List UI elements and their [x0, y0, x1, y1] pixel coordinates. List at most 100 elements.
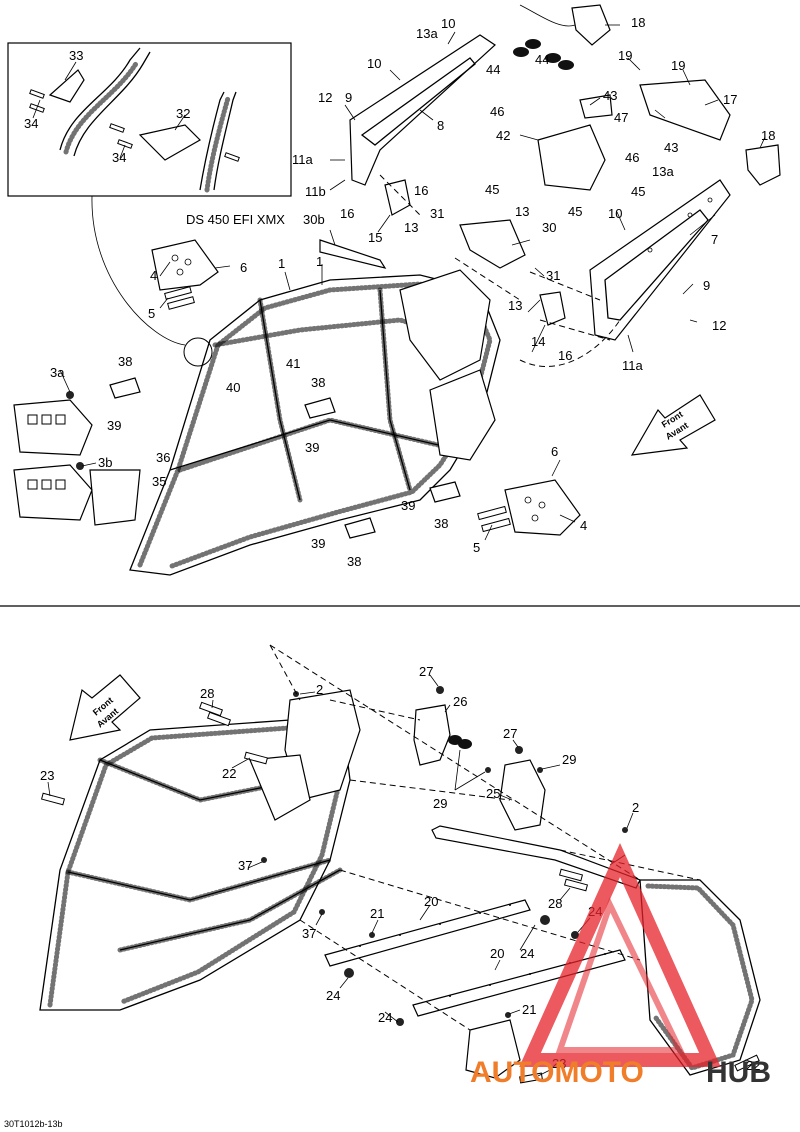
bracket-33	[48, 69, 85, 103]
callout-15: 15	[368, 230, 382, 245]
callout-18-top: 18	[631, 15, 645, 30]
callout-6-right: 6	[551, 444, 558, 459]
figure-code: 30T1012b-13b	[4, 1119, 63, 1129]
callout-27-a: 27	[419, 664, 433, 679]
callout-39-a: 39	[107, 418, 121, 433]
callout-13a-right: 13a	[652, 164, 674, 179]
bracket-43	[579, 94, 613, 119]
bracket-18-right	[745, 144, 781, 186]
bumpers-44	[513, 39, 574, 70]
footpeg-4-right	[504, 479, 581, 536]
callout-2-b: 2	[632, 800, 639, 815]
callout-47: 47	[614, 110, 628, 125]
callout-33: 33	[69, 48, 83, 63]
inset-tubes	[59, 47, 237, 193]
callout-42: 42	[496, 128, 510, 143]
bracket-32	[138, 124, 201, 161]
bolts-bottom	[40, 701, 760, 1084]
callout-43-b: 43	[664, 140, 678, 155]
callout-44-a: 44	[486, 62, 500, 77]
callout-16-b: 16	[340, 206, 354, 221]
inset-focus-circle	[183, 337, 213, 367]
subframe-left-8	[349, 34, 496, 186]
front-arrow-bottom: Front Avant	[69, 674, 141, 741]
callout-13-b: 13	[515, 204, 529, 219]
callout-12-top: 12	[318, 90, 332, 105]
watermark-logo: AUTOMOTO HUB	[470, 842, 771, 1089]
callout-30: 30	[542, 220, 556, 235]
callout-44-b: 44	[535, 52, 549, 67]
callout-21-b: 21	[522, 1002, 536, 1017]
bottom-leaders	[47, 674, 754, 1077]
watermark-text-hub: HUB	[706, 1056, 771, 1089]
callout-24-c: 24	[326, 988, 340, 1003]
callout-38-c: 38	[434, 516, 448, 531]
footpeg-4-left	[151, 239, 219, 291]
callout-38-d: 38	[347, 554, 361, 569]
bracket-15	[384, 179, 411, 216]
callout-36: 36	[156, 450, 170, 465]
footpeg-mounts	[109, 377, 461, 539]
guard-plate-3a	[13, 399, 93, 456]
callout-17: 17	[723, 92, 737, 107]
callout-32: 32	[176, 106, 190, 121]
callout-11a-top: 11a	[292, 152, 313, 167]
callout-27-b: 27	[503, 726, 517, 741]
callout-28-b: 28	[548, 896, 562, 911]
callout-11b: 11b	[305, 184, 326, 199]
callout-8: 8	[437, 118, 444, 133]
callout-45-c: 45	[568, 204, 582, 219]
callout-29-a: 29	[562, 752, 576, 767]
inset-connector	[91, 195, 186, 346]
callout-2-a: 2	[316, 682, 323, 697]
callout-24-d: 24	[378, 1010, 392, 1025]
callout-9-top: 9	[345, 90, 352, 105]
rear-frame-section	[465, 879, 761, 1079]
top-leaders	[32, 24, 766, 541]
callout-34-a: 34	[24, 116, 38, 131]
callout-10-right: 10	[608, 206, 622, 221]
callout-18-right: 18	[761, 128, 775, 143]
callout-30b: 30b	[303, 212, 325, 227]
main-frame-bottom	[39, 689, 361, 1011]
top-exploded-view: Front Avant	[7, 4, 781, 576]
callout-40: 40	[226, 380, 240, 395]
alignment-lines-top	[379, 4, 621, 367]
callout-22-a: 22	[222, 766, 236, 781]
callout-37-b: 37	[302, 926, 316, 941]
callout-4-right: 4	[580, 518, 587, 533]
bracket-14	[539, 291, 566, 326]
guard-plate-3b	[13, 464, 93, 521]
alignment-lines-bottom	[269, 644, 701, 1031]
callout-4-left: 4	[150, 268, 157, 283]
callout-19-b: 19	[671, 58, 685, 73]
callout-29-b: 29	[433, 796, 447, 811]
callout-46-a: 46	[490, 104, 504, 119]
bracket-17	[639, 79, 731, 141]
callout-20-b: 20	[490, 946, 504, 961]
callout-25: 25	[486, 786, 500, 801]
callout-11a-right: 11a	[622, 358, 643, 373]
callout-24-b: 24	[520, 946, 534, 961]
callout-21-a: 21	[370, 906, 384, 921]
callout-10-top: 10	[441, 16, 455, 31]
callout-39-d: 39	[311, 536, 325, 551]
callout-28-a: 28	[200, 686, 214, 701]
bracket-42	[537, 124, 606, 191]
bracket-18-top	[571, 4, 611, 46]
callout-7: 7	[711, 232, 718, 247]
watermark-text-automoto: AUTOMOTO	[470, 1056, 644, 1089]
bracket-30b	[319, 239, 387, 269]
main-frame-top	[89, 269, 501, 576]
callout-37-a: 37	[238, 858, 252, 873]
callout-3a: 3a	[50, 365, 65, 380]
variant-label: DS 450 EFI XMX	[186, 212, 285, 227]
callout-31-b: 31	[546, 268, 560, 283]
callout-12-right: 12	[712, 318, 726, 333]
callout-13a-top: 13a	[416, 26, 438, 41]
callout-14: 14	[531, 334, 545, 349]
callout-38-b: 38	[311, 375, 325, 390]
callout-13-a: 13	[404, 220, 418, 235]
callout-39-c: 39	[401, 498, 415, 513]
